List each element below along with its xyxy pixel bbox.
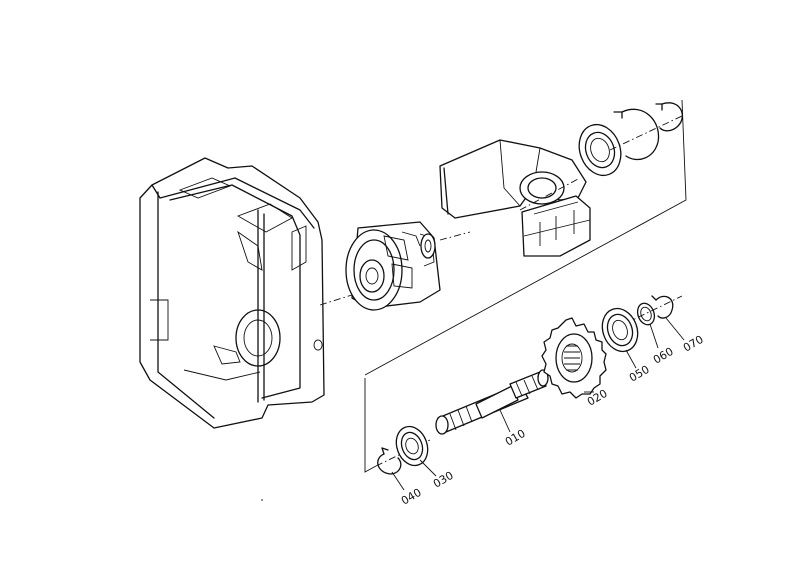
label-010: 010 xyxy=(503,427,528,449)
part-070-circlip xyxy=(651,295,674,319)
leader-lines xyxy=(391,317,685,491)
upper-center-axis xyxy=(319,115,683,306)
part-060-ring xyxy=(636,302,656,326)
label-060: 060 xyxy=(651,345,676,367)
label-070: 070 xyxy=(681,333,706,355)
upper-group-bracket xyxy=(364,99,687,376)
part-050-bearing xyxy=(601,307,639,353)
part-010-shaft xyxy=(435,369,549,435)
label-030: 030 xyxy=(431,469,456,491)
upper-circlip-1 xyxy=(613,108,660,161)
part-040-circlip xyxy=(377,447,402,475)
transmission-case xyxy=(139,157,325,429)
label-050: 050 xyxy=(627,363,652,385)
speck xyxy=(261,499,263,501)
upper-bearing xyxy=(578,123,622,177)
part-020-gear xyxy=(541,317,607,399)
shift-fork-bracket xyxy=(439,139,591,257)
clutch-drum xyxy=(345,221,441,311)
upper-circlip-2 xyxy=(655,102,683,132)
part-030-bearing xyxy=(395,425,429,467)
lower-group-bracket xyxy=(364,378,377,473)
label-040: 040 xyxy=(399,486,424,508)
